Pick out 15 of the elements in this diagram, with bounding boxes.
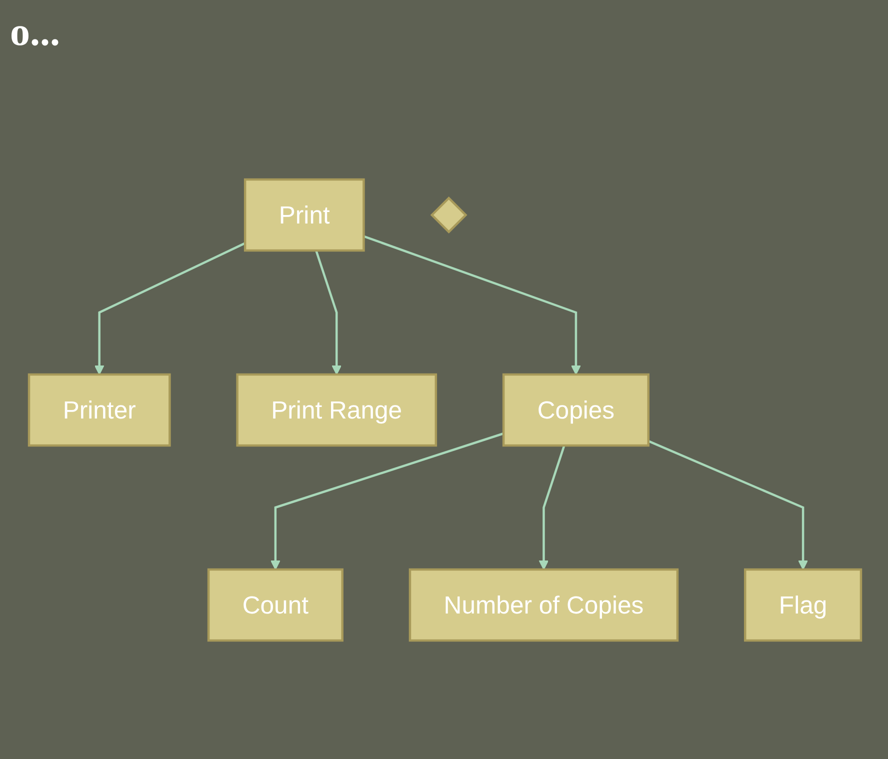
node-box: Flag bbox=[744, 568, 862, 642]
node-box: Print Range bbox=[236, 373, 438, 447]
node-box: Count bbox=[207, 568, 344, 642]
title: o... bbox=[10, 8, 60, 55]
node-box: Print bbox=[244, 178, 365, 252]
arrow bbox=[363, 235, 581, 375]
arrow bbox=[538, 445, 566, 570]
node-box: Printer bbox=[28, 373, 171, 447]
arrow bbox=[94, 242, 246, 375]
arrow bbox=[315, 250, 342, 375]
arrow bbox=[270, 432, 504, 570]
node-diamond bbox=[430, 196, 468, 234]
node-box: Number of Copies bbox=[408, 568, 679, 642]
arrow bbox=[648, 440, 808, 570]
node-box: Copies bbox=[502, 373, 650, 447]
